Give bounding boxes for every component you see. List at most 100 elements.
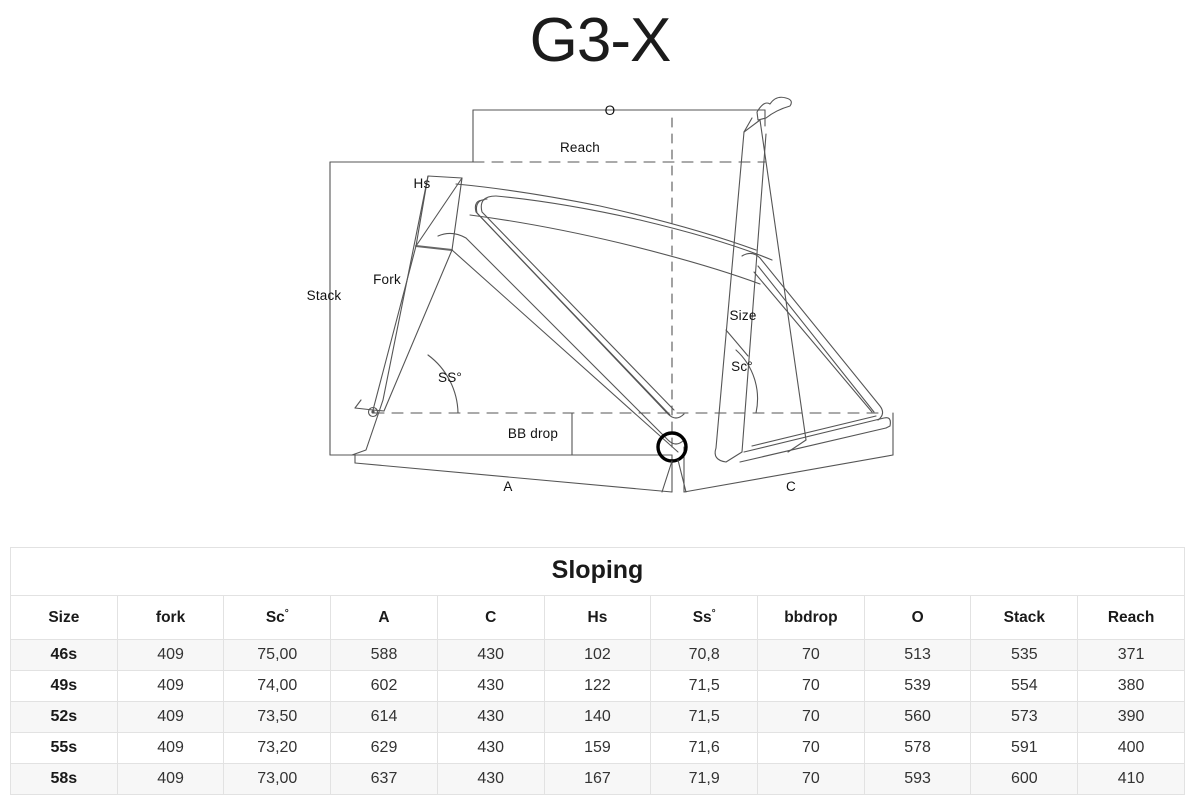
- main-triangle-inner-left: [474, 199, 685, 419]
- column-header-c[interactable]: C: [436, 595, 545, 640]
- bb-spoke-left: [661, 460, 673, 493]
- label-o: O: [605, 103, 616, 118]
- sc-angle-arc: [735, 349, 759, 414]
- cell-reach: 380: [1077, 670, 1185, 702]
- frame-diagram: O Reach Hs Fork Stack SS° BB drop A C Si…: [0, 84, 1200, 539]
- column-header-a[interactable]: A: [330, 595, 438, 640]
- main-triangle-inner-top: [484, 158, 876, 200]
- top-tube-lower-edge: [469, 214, 761, 285]
- cell-size: 49s: [10, 670, 118, 702]
- cell-bbdrop: 70: [757, 732, 865, 764]
- cell-sc: 73,20: [223, 732, 332, 764]
- cell-size: 52s: [10, 701, 118, 733]
- label-stack: Stack: [307, 288, 342, 303]
- cell-a: 588: [330, 639, 438, 671]
- logo-text: G3-X: [530, 7, 671, 75]
- seat-tube-left-edge: [715, 131, 745, 449]
- fork-dropout-bottom: [372, 409, 385, 412]
- void-left-edge: [480, 195, 675, 411]
- cell-stack: 535: [970, 639, 1079, 671]
- fork-tip-left: [354, 407, 374, 411]
- cell-o: 513: [863, 639, 972, 671]
- cell-o: 560: [863, 701, 972, 733]
- label-reach: Reach: [560, 140, 600, 155]
- chain-stay-lower: [739, 427, 887, 463]
- seat-stay-upper: [741, 252, 884, 421]
- column-header-size[interactable]: Size: [10, 595, 118, 640]
- label-size: Size: [729, 308, 756, 323]
- window-top-right: [487, 162, 882, 199]
- label-c: C: [786, 479, 796, 494]
- column-header-hs[interactable]: Hs: [543, 595, 652, 640]
- column-header-sc[interactable]: Sc°: [223, 595, 332, 640]
- cell-ss: 70,8: [650, 639, 759, 671]
- cell-fork: 409: [116, 670, 225, 702]
- cell-bbdrop: 70: [757, 670, 865, 702]
- rear-void-upper: [757, 265, 875, 413]
- frame-diagram-svg: O Reach Hs Fork Stack SS° BB drop A C Si…: [307, 96, 894, 494]
- fork-steerer-left: [382, 175, 429, 401]
- head-tube-lower-edge: [415, 245, 453, 251]
- front-dropout-circle: [367, 406, 379, 418]
- table-title: Sloping: [10, 547, 1185, 596]
- cell-ss: 71,9: [650, 763, 759, 795]
- cell-o: 539: [863, 670, 972, 702]
- column-header-ss[interactable]: Ss°: [650, 595, 759, 640]
- cell-hs: 140: [543, 701, 652, 733]
- seat-tube-bb-junction: [714, 447, 743, 463]
- seat-tube-right-edge: [741, 133, 767, 453]
- fork-lower-extension: [351, 399, 384, 456]
- column-header-fork[interactable]: fork: [116, 595, 225, 640]
- cell-size: 46s: [10, 639, 118, 671]
- cell-bbdrop: 70: [757, 763, 865, 795]
- ss-angle-arc: [427, 354, 459, 414]
- a-dimension-line: [354, 462, 673, 493]
- fork-leg-right: [383, 249, 453, 412]
- cell-size: 58s: [10, 763, 118, 795]
- front-dropout-center: [371, 410, 375, 414]
- down-tube-outer: [437, 232, 685, 445]
- rear-void-lower: [751, 415, 877, 447]
- cell-hs: 159: [543, 732, 652, 764]
- rear-dropout: [883, 417, 891, 429]
- chain-stay-upper: [743, 417, 885, 453]
- cell-sc: 75,00: [223, 639, 332, 671]
- cell-sc: 73,00: [223, 763, 332, 795]
- cell-bbdrop: 70: [757, 701, 865, 733]
- column-header-reach[interactable]: Reach: [1077, 595, 1185, 640]
- seat-tube-top-chamfer: [743, 119, 761, 133]
- window-down-left: [475, 198, 671, 416]
- down-tube-inner: [466, 238, 672, 436]
- degree-symbol: °: [284, 607, 289, 619]
- column-header-bbdrop[interactable]: bbdrop: [757, 595, 865, 640]
- seat-stay-inner: [753, 271, 873, 413]
- cell-reach: 390: [1077, 701, 1185, 733]
- label-ss: SS°: [438, 370, 462, 385]
- cell-bbdrop: 70: [757, 639, 865, 671]
- column-header-stack[interactable]: Stack: [970, 595, 1079, 640]
- front-triangle-window: [476, 161, 894, 420]
- cell-sc: 73,50: [223, 701, 332, 733]
- cell-c: 430: [436, 639, 545, 671]
- column-header-o[interactable]: O: [863, 595, 972, 640]
- cell-fork: 409: [116, 639, 225, 671]
- table-title-row: Sloping: [10, 547, 1185, 596]
- cell-sc: 74,00: [223, 670, 332, 702]
- fork-tip-upper: [354, 399, 362, 409]
- label-sc: Sc°: [731, 359, 753, 374]
- cell-hs: 102: [543, 639, 652, 671]
- cell-hs: 167: [543, 763, 652, 795]
- cell-c: 430: [436, 670, 545, 702]
- cell-stack: 591: [970, 732, 1079, 764]
- cell-c: 430: [436, 732, 545, 764]
- label-bbdrop: BB drop: [508, 426, 558, 441]
- cell-a: 614: [330, 701, 438, 733]
